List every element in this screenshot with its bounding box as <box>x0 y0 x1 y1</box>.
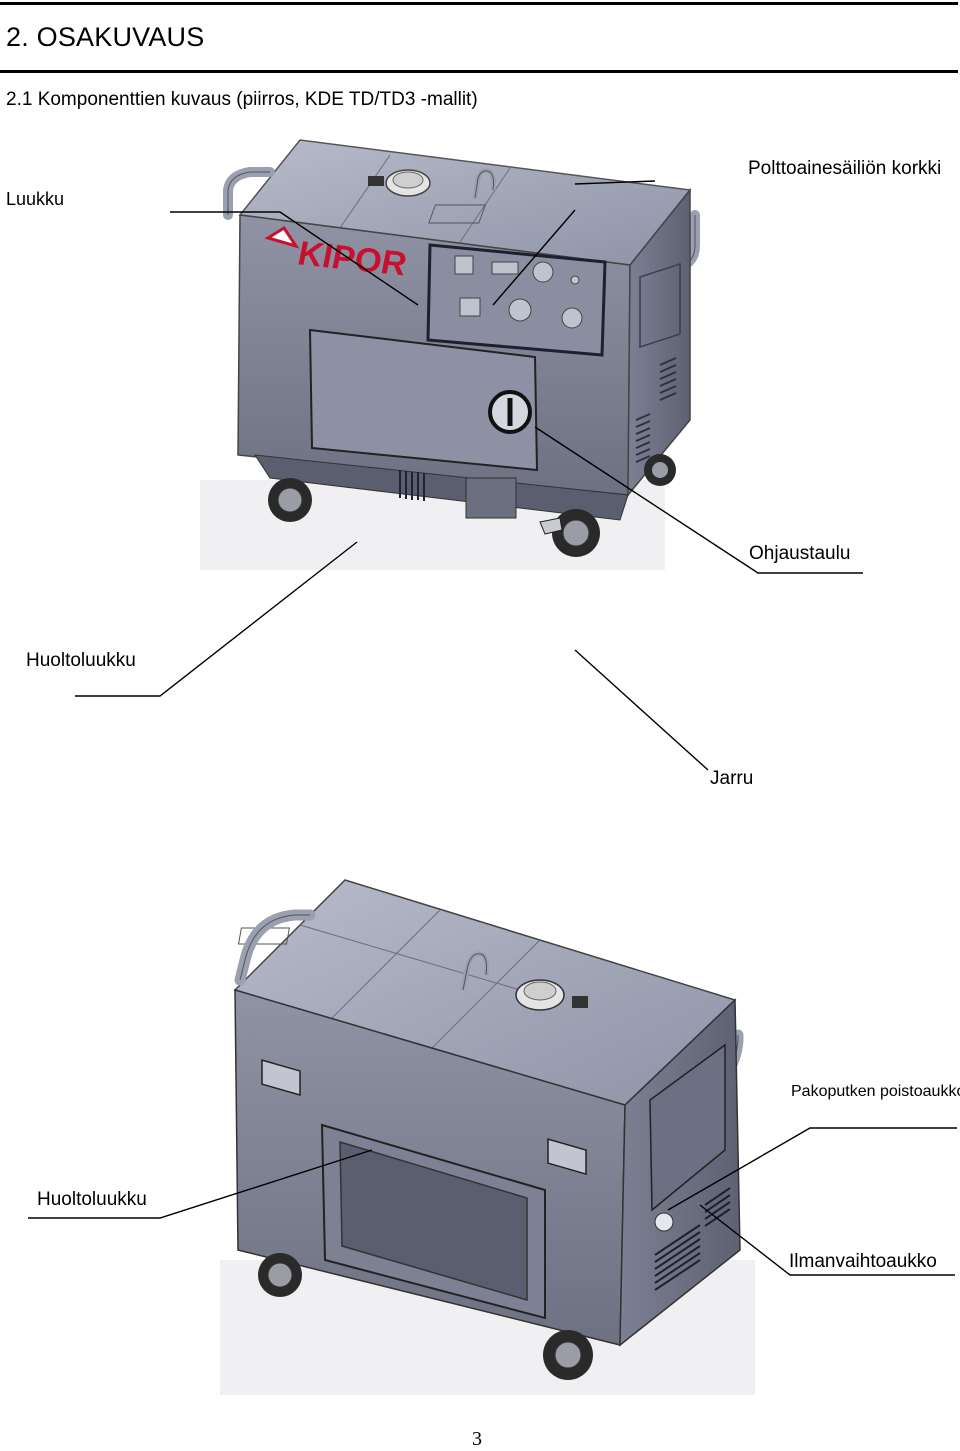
page-number: 3 <box>472 1428 482 1450</box>
section-title: 2. OSAKUVAUS <box>6 22 205 52</box>
label-exhaust: Pakoputken poistoaukko <box>791 1083 960 1100</box>
callout-lines-bottom <box>28 1127 957 1276</box>
wheel <box>552 509 600 557</box>
subsection-title: 2.1 Komponenttien kuvaus (piirros, KDE T… <box>6 89 478 110</box>
label-service-hatch-top: Huoltoluukku <box>26 650 136 671</box>
label-fuel-cap: Polttoainesäiliön korkki <box>748 158 942 179</box>
top-rule <box>0 2 958 5</box>
label-service-hatch-bottom: Huoltoluukku <box>37 1189 147 1210</box>
label-luukku: Luukku <box>6 189 65 209</box>
callout-lines-top <box>75 180 863 771</box>
label-brake: Jarru <box>710 768 754 789</box>
wheel <box>268 478 312 522</box>
label-vent: Ilmanvaihtoaukko <box>789 1251 937 1272</box>
generator-rear-view <box>220 879 755 1395</box>
wheel <box>258 1253 302 1297</box>
label-control-panel: Ohjaustaulu <box>749 543 851 564</box>
section-rule <box>0 70 958 73</box>
wheel <box>644 454 676 486</box>
generator-front-view: KIPOR <box>200 139 700 570</box>
wheel <box>543 1330 593 1380</box>
